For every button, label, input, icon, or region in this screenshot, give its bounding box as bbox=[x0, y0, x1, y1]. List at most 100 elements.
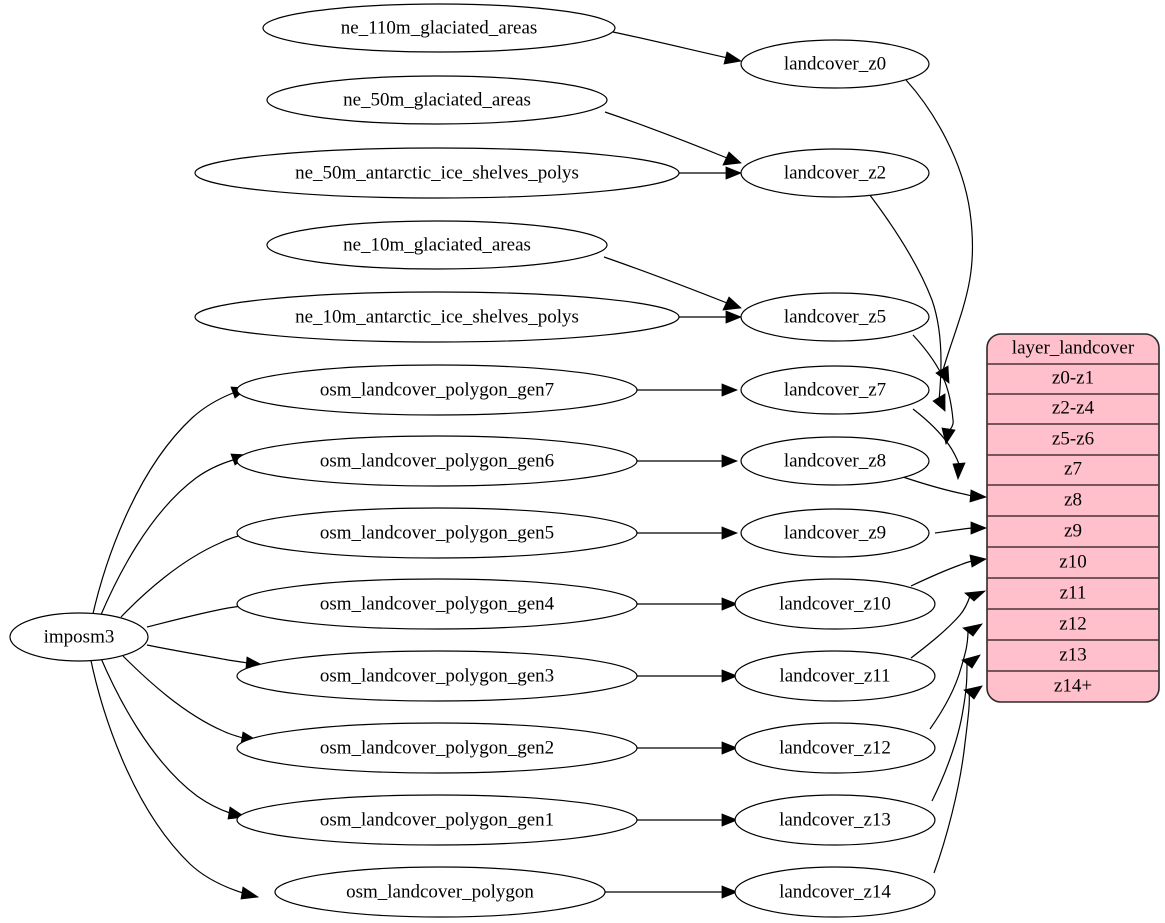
edge-imposm3-to-gen1 bbox=[99, 655, 231, 814]
node-ne-50m-antarctic-ice-shelves-polys[interactable]: ne_50m_antarctic_ice_shelves_polys bbox=[194, 147, 680, 199]
node-landcover-z2[interactable]: landcover_z2 bbox=[740, 148, 930, 198]
edge-arrowhead bbox=[963, 685, 983, 700]
edge-arrowhead bbox=[721, 526, 739, 540]
table-background bbox=[986, 333, 1160, 703]
edge-arrowhead bbox=[935, 365, 950, 384]
table-row-z8[interactable]: z8 bbox=[1064, 489, 1082, 510]
node-landcover-z7[interactable]: landcover_z7 bbox=[740, 365, 930, 415]
table-row-z2-z4[interactable]: z2-z4 bbox=[1052, 397, 1095, 418]
node-osm-landcover-polygon-gen6[interactable]: osm_landcover_polygon_gen6 bbox=[236, 435, 638, 487]
edge-imposm3-to-gen4 bbox=[146, 604, 249, 628]
node-shape[interactable] bbox=[9, 612, 149, 662]
node-ne-110m-glaciated-areas[interactable]: ne_110m_glaciated_areas bbox=[262, 3, 616, 53]
node-shape[interactable] bbox=[274, 866, 606, 918]
node-shape[interactable] bbox=[740, 39, 930, 89]
node-shape[interactable] bbox=[236, 722, 638, 774]
node-shape[interactable] bbox=[266, 75, 608, 125]
node-landcover-z5[interactable]: landcover_z5 bbox=[740, 292, 930, 342]
edge-arrowhead bbox=[952, 462, 966, 481]
node-shape[interactable] bbox=[734, 650, 936, 702]
node-landcover-z8[interactable]: landcover_z8 bbox=[740, 436, 930, 486]
edge-z7-to-row-z7 bbox=[912, 408, 960, 465]
node-osm-landcover-polygon-gen7[interactable]: osm_landcover_polygon_gen7 bbox=[236, 364, 638, 416]
node-label: osm_landcover_polygon_gen6 bbox=[320, 450, 554, 471]
edge-imposm3-to-osmpoly bbox=[89, 655, 244, 894]
edge-z13-to-row-z13 bbox=[931, 661, 968, 802]
edge-z2-to-row-z2z4 bbox=[865, 189, 942, 402]
edge-z8-to-row-z8 bbox=[902, 476, 973, 497]
layer-landcover-table[interactable]: layer_landcover z0-z1 z2-z4 z5-z6 z7 z8 … bbox=[986, 333, 1160, 703]
edge-imposm3-to-gen7 bbox=[91, 392, 234, 619]
node-landcover-z9[interactable]: landcover_z9 bbox=[740, 508, 930, 558]
node-shape[interactable] bbox=[734, 866, 936, 918]
edge-arrowhead bbox=[721, 885, 739, 899]
node-label: ne_10m_glaciated_areas bbox=[343, 234, 531, 255]
node-shape[interactable] bbox=[236, 650, 638, 702]
node-landcover-z0[interactable]: landcover_z0 bbox=[740, 39, 930, 89]
edge-z10-to-row-z10 bbox=[910, 560, 973, 587]
node-label: osm_landcover_polygon_gen7 bbox=[320, 379, 554, 400]
node-shape[interactable] bbox=[740, 148, 930, 198]
node-osm-landcover-polygon[interactable]: osm_landcover_polygon bbox=[274, 866, 606, 918]
node-landcover-z12[interactable]: landcover_z12 bbox=[734, 722, 936, 774]
node-ne-10m-antarctic-ice-shelves-polys[interactable]: ne_10m_antarctic_ice_shelves_polys bbox=[194, 291, 680, 343]
edge-arrowhead bbox=[725, 166, 743, 180]
node-shape[interactable] bbox=[236, 578, 638, 630]
edge-arrowhead bbox=[722, 151, 742, 166]
table-row-z13[interactable]: z13 bbox=[1059, 644, 1086, 665]
table-row-z7[interactable]: z7 bbox=[1064, 458, 1082, 479]
table-row-z9[interactable]: z9 bbox=[1064, 520, 1082, 541]
edge-arrowhead bbox=[723, 51, 743, 65]
table-row-z12[interactable]: z12 bbox=[1059, 613, 1086, 634]
table-row-z11[interactable]: z11 bbox=[1060, 582, 1087, 603]
node-label: landcover_z10 bbox=[779, 593, 891, 614]
node-osm-landcover-polygon-gen1[interactable]: osm_landcover_polygon_gen1 bbox=[236, 794, 638, 846]
node-shape[interactable] bbox=[236, 435, 638, 487]
node-osm-landcover-polygon-gen4[interactable]: osm_landcover_polygon_gen4 bbox=[236, 578, 638, 630]
node-shape[interactable] bbox=[734, 722, 936, 774]
node-shape[interactable] bbox=[740, 436, 930, 486]
node-label: osm_landcover_polygon_gen5 bbox=[320, 522, 554, 543]
edge-z14-to-row-z14plus bbox=[933, 691, 970, 874]
node-label: ne_50m_glaciated_areas bbox=[343, 89, 531, 110]
node-shape[interactable] bbox=[734, 794, 936, 846]
node-osm-landcover-polygon-gen3[interactable]: osm_landcover_polygon_gen3 bbox=[236, 650, 638, 702]
node-ne-10m-glaciated-areas[interactable]: ne_10m_glaciated_areas bbox=[266, 220, 608, 270]
node-shape[interactable] bbox=[262, 3, 616, 53]
node-label: osm_landcover_polygon_gen1 bbox=[320, 809, 554, 830]
node-landcover-z11[interactable]: landcover_z11 bbox=[734, 650, 936, 702]
edge-z9-to-row-z9 bbox=[934, 527, 973, 534]
edge-arrowhead bbox=[721, 383, 739, 397]
node-landcover-z14[interactable]: landcover_z14 bbox=[734, 866, 936, 918]
edge-arrowhead bbox=[721, 813, 739, 827]
table-row-z10[interactable]: z10 bbox=[1059, 551, 1086, 572]
edge-arrowhead bbox=[964, 590, 987, 602]
node-label: ne_110m_glaciated_areas bbox=[341, 17, 538, 38]
table-row-z14plus[interactable]: z14+ bbox=[1054, 675, 1092, 696]
node-shape[interactable] bbox=[236, 364, 638, 416]
node-shape[interactable] bbox=[194, 291, 680, 343]
node-osm-landcover-polygon-gen2[interactable]: osm_landcover_polygon_gen2 bbox=[236, 722, 638, 774]
node-imposm3[interactable]: imposm3 bbox=[9, 612, 149, 662]
node-shape[interactable] bbox=[194, 147, 680, 199]
node-osm-landcover-polygon-gen5[interactable]: osm_landcover_polygon_gen5 bbox=[236, 507, 638, 559]
edge-arrowhead bbox=[721, 454, 739, 468]
node-label: landcover_z12 bbox=[779, 737, 891, 758]
edge-ne110m-to-z0 bbox=[612, 31, 729, 59]
node-shape[interactable] bbox=[266, 220, 608, 270]
node-shape[interactable] bbox=[740, 365, 930, 415]
node-ne-50m-glaciated-areas[interactable]: ne_50m_glaciated_areas bbox=[266, 75, 608, 125]
edge-arrowhead bbox=[961, 654, 981, 669]
node-landcover-z13[interactable]: landcover_z13 bbox=[734, 794, 936, 846]
node-landcover-z10[interactable]: landcover_z10 bbox=[734, 578, 936, 630]
edge-arrowhead bbox=[969, 554, 988, 568]
node-shape[interactable] bbox=[236, 794, 638, 846]
node-shape[interactable] bbox=[740, 508, 930, 558]
node-shape[interactable] bbox=[734, 578, 936, 630]
edge-z0-to-row-z0z1 bbox=[905, 79, 974, 375]
table-row-z5-z6[interactable]: z5-z6 bbox=[1052, 428, 1094, 449]
table-row-z0-z1[interactable]: z0-z1 bbox=[1052, 367, 1094, 388]
node-shape[interactable] bbox=[740, 292, 930, 342]
node-shape[interactable] bbox=[236, 507, 638, 559]
